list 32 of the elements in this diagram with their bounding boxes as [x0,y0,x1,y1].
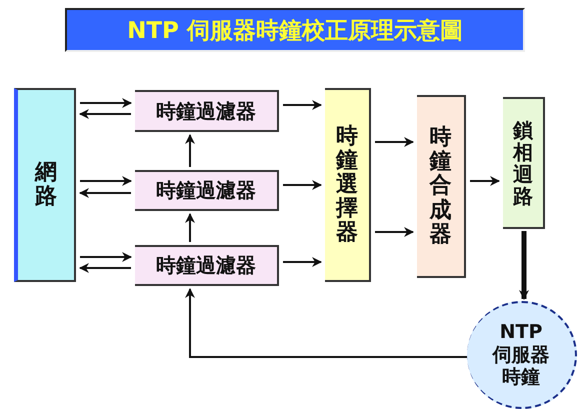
arrow [185,288,468,358]
arrow [80,98,132,108]
arrow [185,134,195,167]
arrow [470,176,500,186]
node-label: 時鐘合成器 [430,126,452,247]
combiner-box [417,95,466,278]
arrow [519,231,529,300]
selector-box [325,88,371,282]
node-label: 時鐘過濾器 [156,252,256,279]
node-label: 時鐘過濾器 [156,177,256,204]
node-label: 鎖相迴路 [513,119,533,207]
node-label: NTP 伺服器時鐘 [491,320,550,390]
pll-box [503,97,545,229]
arrow [283,100,322,110]
filter-box [135,90,279,132]
node-label: 網路 [35,160,57,210]
filter-box [135,245,279,286]
filter-box [135,170,279,211]
arrow [79,109,131,119]
arrow [80,252,132,262]
arrow [80,176,132,186]
arrow [375,227,414,237]
arrow [283,257,322,267]
arrow [283,180,322,190]
node-label: 時鐘選擇器 [336,124,358,246]
arrow [79,188,131,198]
node-label: 時鐘過濾器 [156,98,256,124]
diagram-title: NTP 伺服器時鐘校正原理示意圖 [65,8,525,52]
arrow [79,263,131,273]
network-box [14,88,76,282]
arrow [185,213,195,242]
arrow [375,137,414,147]
